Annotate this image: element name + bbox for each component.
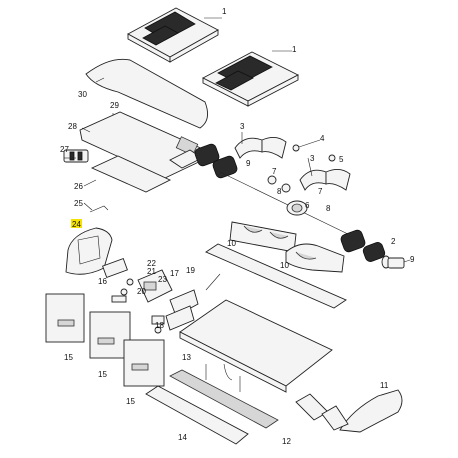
callout-8: 8 — [326, 204, 331, 213]
display-unit — [169, 136, 203, 169]
bearing — [328, 154, 336, 162]
lower-panel — [145, 385, 249, 445]
callout-23: 23 — [158, 275, 167, 284]
side-end-caps — [295, 393, 349, 431]
callout-9: 9 — [410, 255, 415, 264]
callout-26: 26 — [74, 182, 83, 191]
callout-15: 15 — [126, 397, 135, 406]
callout-1: 1 — [222, 7, 227, 16]
callout-14: 14 — [178, 433, 187, 442]
highlight-24 — [71, 219, 82, 228]
side-cover-inner — [77, 235, 101, 265]
callout-21: 21 — [147, 267, 156, 276]
callout-6: 6 — [305, 201, 310, 210]
leader-lines — [64, 17, 411, 291]
connector-bracket — [165, 289, 199, 331]
motor-cradle-a — [229, 221, 297, 253]
callout-15: 15 — [64, 353, 73, 362]
callout-18: 18 — [155, 321, 164, 330]
callout-24: 24 — [72, 220, 81, 229]
callout-8: 8 — [277, 187, 282, 196]
callout-1: 1 — [292, 45, 297, 54]
callout-30: 30 — [78, 90, 87, 99]
callout-2: 2 — [391, 237, 396, 246]
callout-7: 7 — [318, 187, 323, 196]
side-cover-left — [65, 227, 113, 275]
air-filter-cassette — [63, 149, 89, 163]
callout-12: 12 — [282, 437, 291, 446]
callout-28: 28 — [68, 122, 77, 131]
callout-25: 25 — [74, 199, 83, 208]
fan-housing-a — [234, 137, 287, 159]
callout-4: 4 — [320, 134, 325, 143]
guide-rail — [89, 205, 109, 213]
mounting-brackets — [205, 363, 241, 392]
remote-set-2 — [89, 311, 131, 359]
callout-3: 3 — [240, 122, 245, 131]
back-chassis-side — [179, 331, 287, 393]
fan-bracket — [387, 257, 405, 269]
callout-15: 15 — [98, 370, 107, 379]
callout-9: 9 — [246, 159, 251, 168]
callout-3: 3 — [310, 154, 315, 163]
callout-27: 27 — [60, 145, 69, 154]
callout-29: 29 — [110, 101, 119, 110]
pcb-assembly — [111, 269, 173, 303]
motor-cradle-b — [285, 243, 345, 273]
callout-5: 5 — [339, 155, 344, 164]
callout-17: 17 — [170, 269, 179, 278]
control-box — [102, 258, 128, 278]
front-panel — [85, 58, 209, 129]
callout-10: 10 — [280, 261, 289, 270]
callout-7: 7 — [272, 167, 277, 176]
callout-13: 13 — [182, 353, 191, 362]
fan-motor — [286, 200, 308, 216]
side-cover-right — [339, 389, 403, 433]
cross-flow-fan-right — [340, 229, 391, 269]
callout-20: 20 — [137, 287, 146, 296]
collar — [281, 183, 291, 193]
remote-set-1 — [45, 293, 85, 343]
drain-tray — [90, 155, 172, 193]
fan-shaft — [219, 171, 353, 237]
front-grille-lower — [202, 51, 299, 107]
callout-16: 16 — [98, 277, 107, 286]
front-grille-upper — [127, 7, 219, 63]
callout-10: 10 — [227, 239, 236, 248]
callout-22: 22 — [147, 259, 156, 268]
callout-11: 11 — [380, 381, 389, 390]
cross-flow-fan-left — [194, 143, 238, 179]
fan-housing-b — [299, 169, 351, 191]
bottom-rail — [169, 369, 279, 429]
terminal-block — [151, 315, 165, 334]
callout-19: 19 — [186, 266, 195, 275]
coupling — [267, 175, 277, 185]
remote-set-3 — [123, 339, 165, 387]
chassis-rail — [205, 243, 347, 309]
bushing — [292, 144, 300, 152]
